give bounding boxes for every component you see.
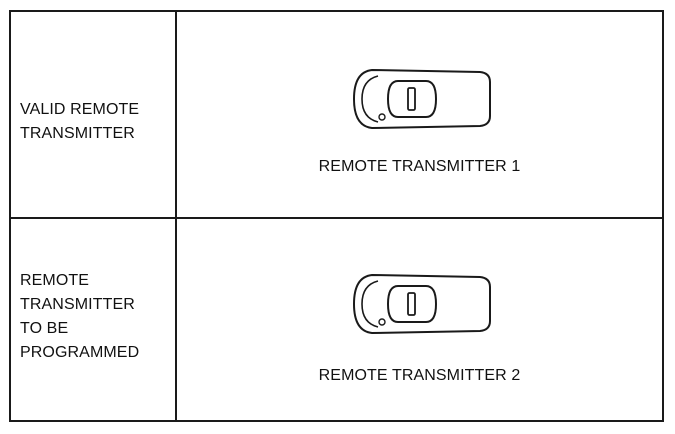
transmitter-caption: REMOTE TRANSMITTER 1 [318,158,521,175]
row-label-cell: REMOTE TRANSMITTER TO BE PROGRAMMED [11,219,177,420]
row-figure-cell: REMOTE TRANSMITTER 1 [177,12,662,217]
table-row-valid-transmitter: VALID REMOTE TRANSMITTER REMOTE TRANSMIT… [11,12,662,219]
table-row-transmitter-to-program: REMOTE TRANSMITTER TO BE PROGRAMMED REMO… [11,219,662,420]
transmitter-caption: REMOTE TRANSMITTER 2 [318,367,521,384]
remote-transmitter-icon [352,273,491,335]
row-label: VALID REMOTE TRANSMITTER [20,101,140,142]
remote-transmitter-icon [352,68,491,130]
row-label-cell: VALID REMOTE TRANSMITTER [11,12,177,217]
remote-programming-table: VALID REMOTE TRANSMITTER REMOTE TRANSMIT… [9,10,664,422]
row-figure-cell: REMOTE TRANSMITTER 2 [177,219,662,420]
row-label: REMOTE TRANSMITTER TO BE PROGRAMMED [20,272,140,361]
